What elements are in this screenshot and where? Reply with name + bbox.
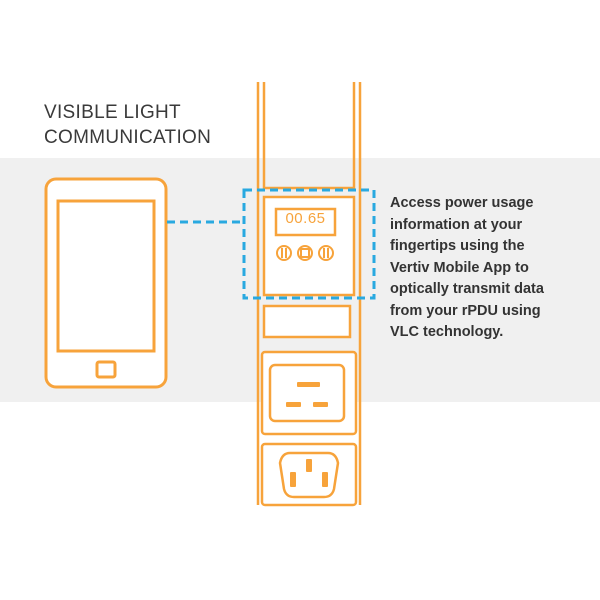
smartphone-icon	[44, 177, 168, 389]
description-text: Access power usage information at your f…	[390, 193, 595, 344]
pdu-display	[274, 207, 337, 237]
description-line: Access power usage	[390, 195, 534, 211]
right-button-icon	[318, 245, 334, 261]
title-line-1: VISIBLE LIGHT	[44, 102, 181, 123]
description-line: Vertiv Mobile App to	[390, 259, 529, 276]
page-title: VISIBLE LIGHT COMMUNICATION	[44, 100, 211, 150]
select-button-icon	[297, 245, 313, 261]
left-button-icon	[276, 245, 292, 261]
description-line: from your rPDU using	[390, 302, 541, 319]
description-line: optically transmit data	[390, 281, 544, 297]
description-line: fingertips using the	[390, 238, 525, 254]
title-line-2: COMMUNICATION	[44, 127, 212, 148]
rpdu-strip	[256, 82, 362, 507]
outlet-c13-pins	[290, 459, 328, 487]
pdu-readout: 00.65	[285, 210, 326, 227]
vlc-highlight-box	[242, 188, 376, 300]
pdu-buttons	[276, 245, 334, 261]
description-line: VLC technology.	[390, 324, 504, 340]
description-line: information at your	[390, 216, 523, 233]
outlet-c19-pins	[286, 382, 328, 407]
